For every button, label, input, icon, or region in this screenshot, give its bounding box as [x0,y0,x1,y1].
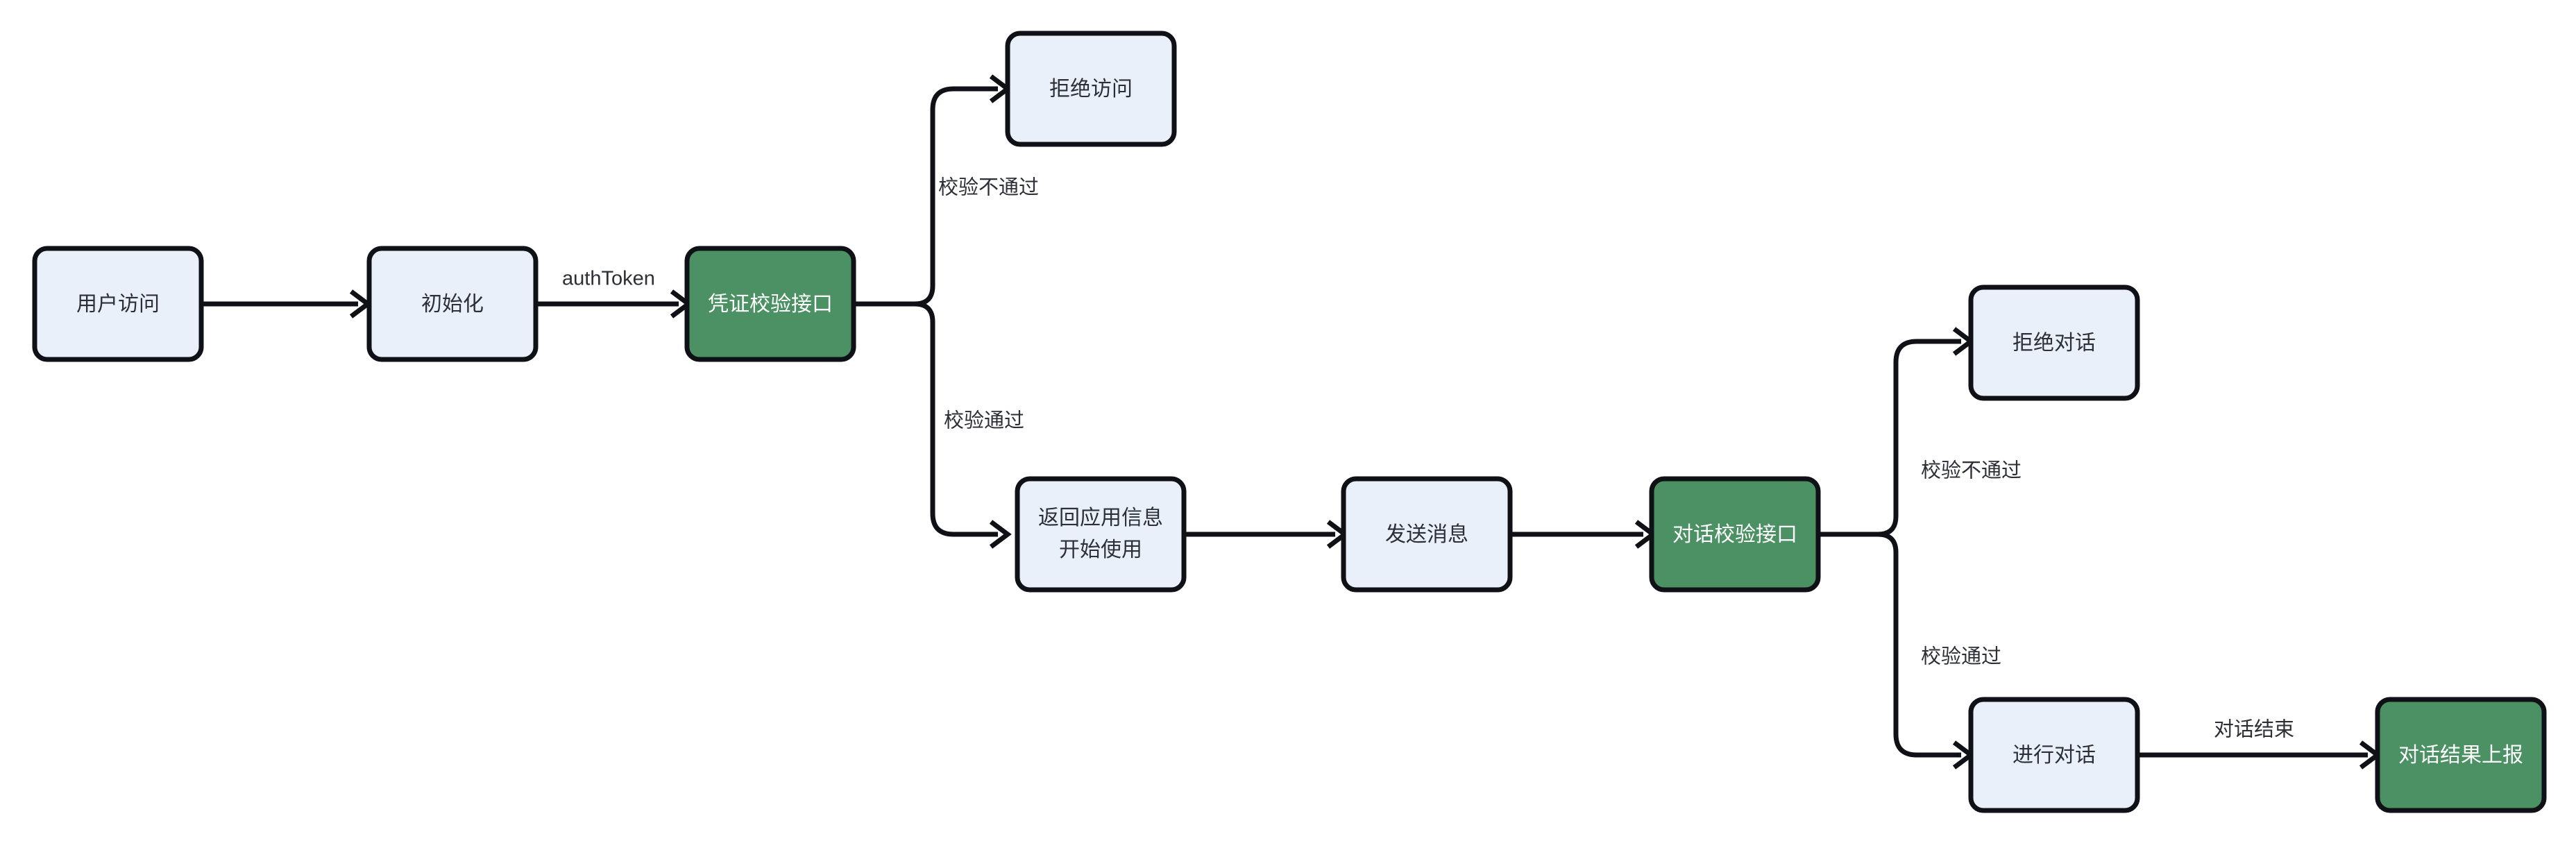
node-conduct-dialog[interactable]: 进行对话 [1968,697,2140,813]
node-shape[interactable] [684,246,856,362]
node-shape[interactable] [1005,31,1177,147]
node-label-initialize: 初始化 [421,293,484,316]
edge-line [914,301,998,537]
node-report-result[interactable]: 对话结果上报 [2375,697,2547,813]
edge-credential-api-to-deny-access: 校验不通过 [914,74,1039,307]
node-shape[interactable] [1968,284,2140,401]
edge-label-credential-fail: 校验不通过 [938,176,1039,199]
edge-line [1877,532,1961,758]
node-label-conduct-dialog: 进行对话 [2012,744,2096,767]
edge-user-access-to-initialize [203,289,372,318]
node-label-credential-api: 凭证校验接口 [708,293,833,316]
node-deny-dialog[interactable]: 拒绝对话 [1968,284,2140,401]
node-shape[interactable] [1015,476,1187,593]
edge-credential-api-to-return-app-info: 校验通过 [914,301,1024,549]
node-shape[interactable] [1649,476,1821,593]
node-label-return-app-info-line2: 开始使用 [1059,538,1142,561]
edge-label-credential-pass: 校验通过 [944,409,1024,432]
node-shape[interactable] [366,246,539,362]
edge-dialog-verify-api-to-deny-dialog: 校验不通过 [1877,327,2022,537]
node-label-deny-dialog: 拒绝对话 [2012,332,2096,355]
edge-label-authtoken: authToken [562,268,655,290]
node-credential-api[interactable]: 凭证校验接口 [684,246,856,362]
node-shape[interactable] [2375,697,2547,813]
edge-line [1877,339,1961,537]
node-label-send-message: 发送消息 [1385,523,1468,546]
edge-send-message-to-dialog-verify-api [1510,520,1657,549]
edge-label-dialog-fail: 校验不通过 [1921,459,2022,482]
node-label-report-result: 对话结果上报 [2398,744,2523,767]
node-shape[interactable] [32,246,204,362]
node-return-app-info[interactable]: 返回应用信息 开始使用 [1015,476,1187,593]
edge-label-dialog-pass: 校验通过 [1921,645,2001,668]
node-user-access[interactable]: 用户访问 [32,246,204,362]
edge-initialize-to-credential-api: authToken [536,268,693,318]
node-shape[interactable] [1341,476,1513,593]
edge-label-dialog-end: 对话结束 [2214,718,2294,741]
node-label-dialog-verify-api: 对话校验接口 [1672,523,1797,546]
node-initialize[interactable]: 初始化 [366,246,539,362]
edge-dialog-verify-api-to-conduct-dialog: 校验通过 [1877,532,2001,770]
node-dialog-verify-api[interactable]: 对话校验接口 [1649,476,1821,593]
edge-line [914,86,998,307]
node-shape[interactable] [1968,697,2140,813]
node-label-return-app-info-line1: 返回应用信息 [1038,507,1163,529]
edge-return-app-info-to-send-message [1185,520,1349,549]
node-label-user-access: 用户访问 [76,293,160,316]
node-deny-access[interactable]: 拒绝访问 [1005,31,1177,147]
arrow-head-icon [989,520,1012,549]
node-label-deny-access: 拒绝访问 [1049,78,1133,101]
node-send-message[interactable]: 发送消息 [1341,476,1513,593]
edge-conduct-dialog-to-report-result: 对话结束 [2136,718,2382,770]
